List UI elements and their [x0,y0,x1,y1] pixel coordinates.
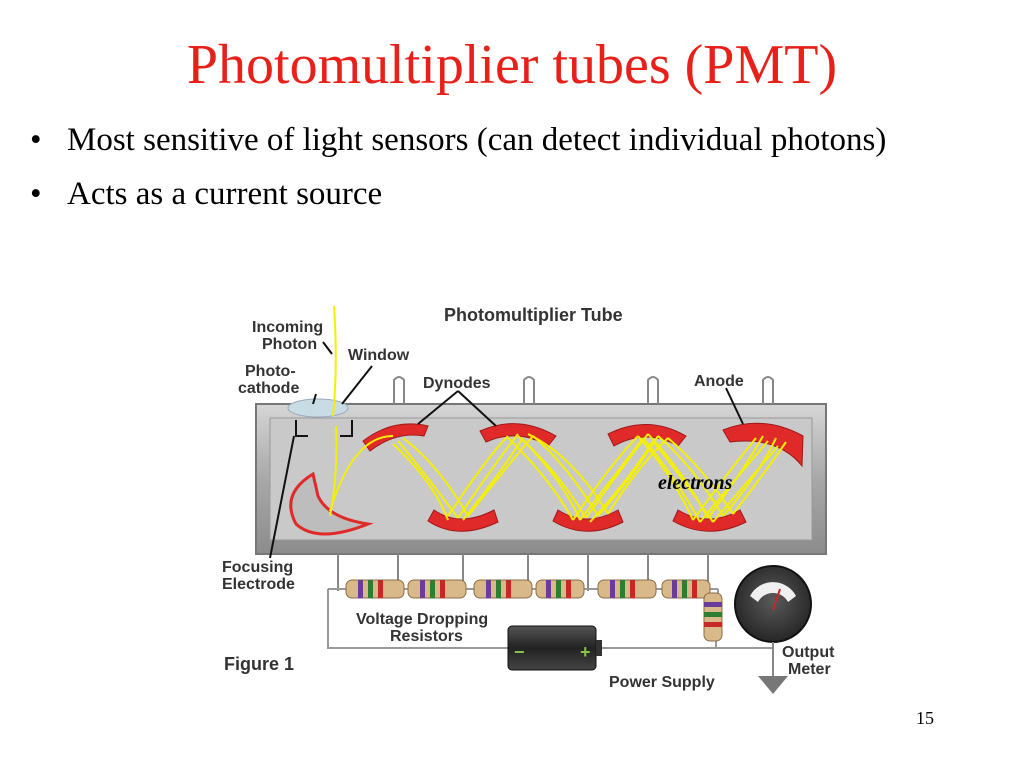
power-supply-label: Power Supply [609,674,715,691]
page-number: 15 [916,708,934,728]
photocathode-label: Photo- [245,363,296,380]
photocathode-bracket [340,420,353,437]
electron-beams [329,305,787,523]
output-meter-label: Meter [788,661,831,678]
slide-title: Photomultiplier tubes (PMT) [186,34,838,96]
figure-caption: Figure 1 [224,654,294,674]
dynode-icon [362,423,429,452]
incoming-photon-label: Incoming [252,319,323,336]
photocathode-bracket [295,420,308,437]
tube-pins [393,376,774,404]
resistors-label: Voltage Dropping [356,611,488,628]
resistor-icon [407,579,467,599]
bullet-list: • Most sensitive of light sensors (can de… [30,118,980,226]
dynodes-label: Dynodes [423,375,491,392]
window-icon [287,398,349,418]
bullet-text: Most sensitive of light sensors (can det… [67,122,887,158]
incoming-photon-label: Photon [262,336,317,353]
bullet-item: • Most sensitive of light sensors (can de… [30,118,980,162]
power-supply-icon: − + [507,625,602,671]
electrons-label: electrons [658,472,733,494]
anode-label: Anode [694,373,744,390]
bullet-dot: • [30,176,42,212]
focusing-electrode-label: Focusing [222,559,293,576]
focusing-electrode-icon [289,471,374,536]
resistor-icon [473,579,533,599]
label-pointers [269,341,744,559]
figure-heading: Photomultiplier Tube [444,305,623,325]
resistor-row [345,579,723,642]
bullet-dot: • [30,122,42,158]
dynode-icon [722,422,804,468]
resistor-icon [597,579,657,599]
pmt-diagram: Photomultiplier Tube [222,305,835,694]
bullet-item: • Acts as a current source [30,172,980,216]
output-meter-label: Output [782,644,835,661]
minus-sign: − [514,642,525,662]
focusing-electrode-label: Electrode [222,576,295,593]
plus-sign: + [580,642,591,662]
resistors-label: Resistors [390,628,463,645]
window-label: Window [348,347,410,364]
resistor-bands [358,580,697,598]
output-meter-icon [734,565,812,694]
bullet-text: Acts as a current source [67,176,383,212]
photocathode-label: cathode [238,380,299,397]
resistor-icon [345,579,405,599]
